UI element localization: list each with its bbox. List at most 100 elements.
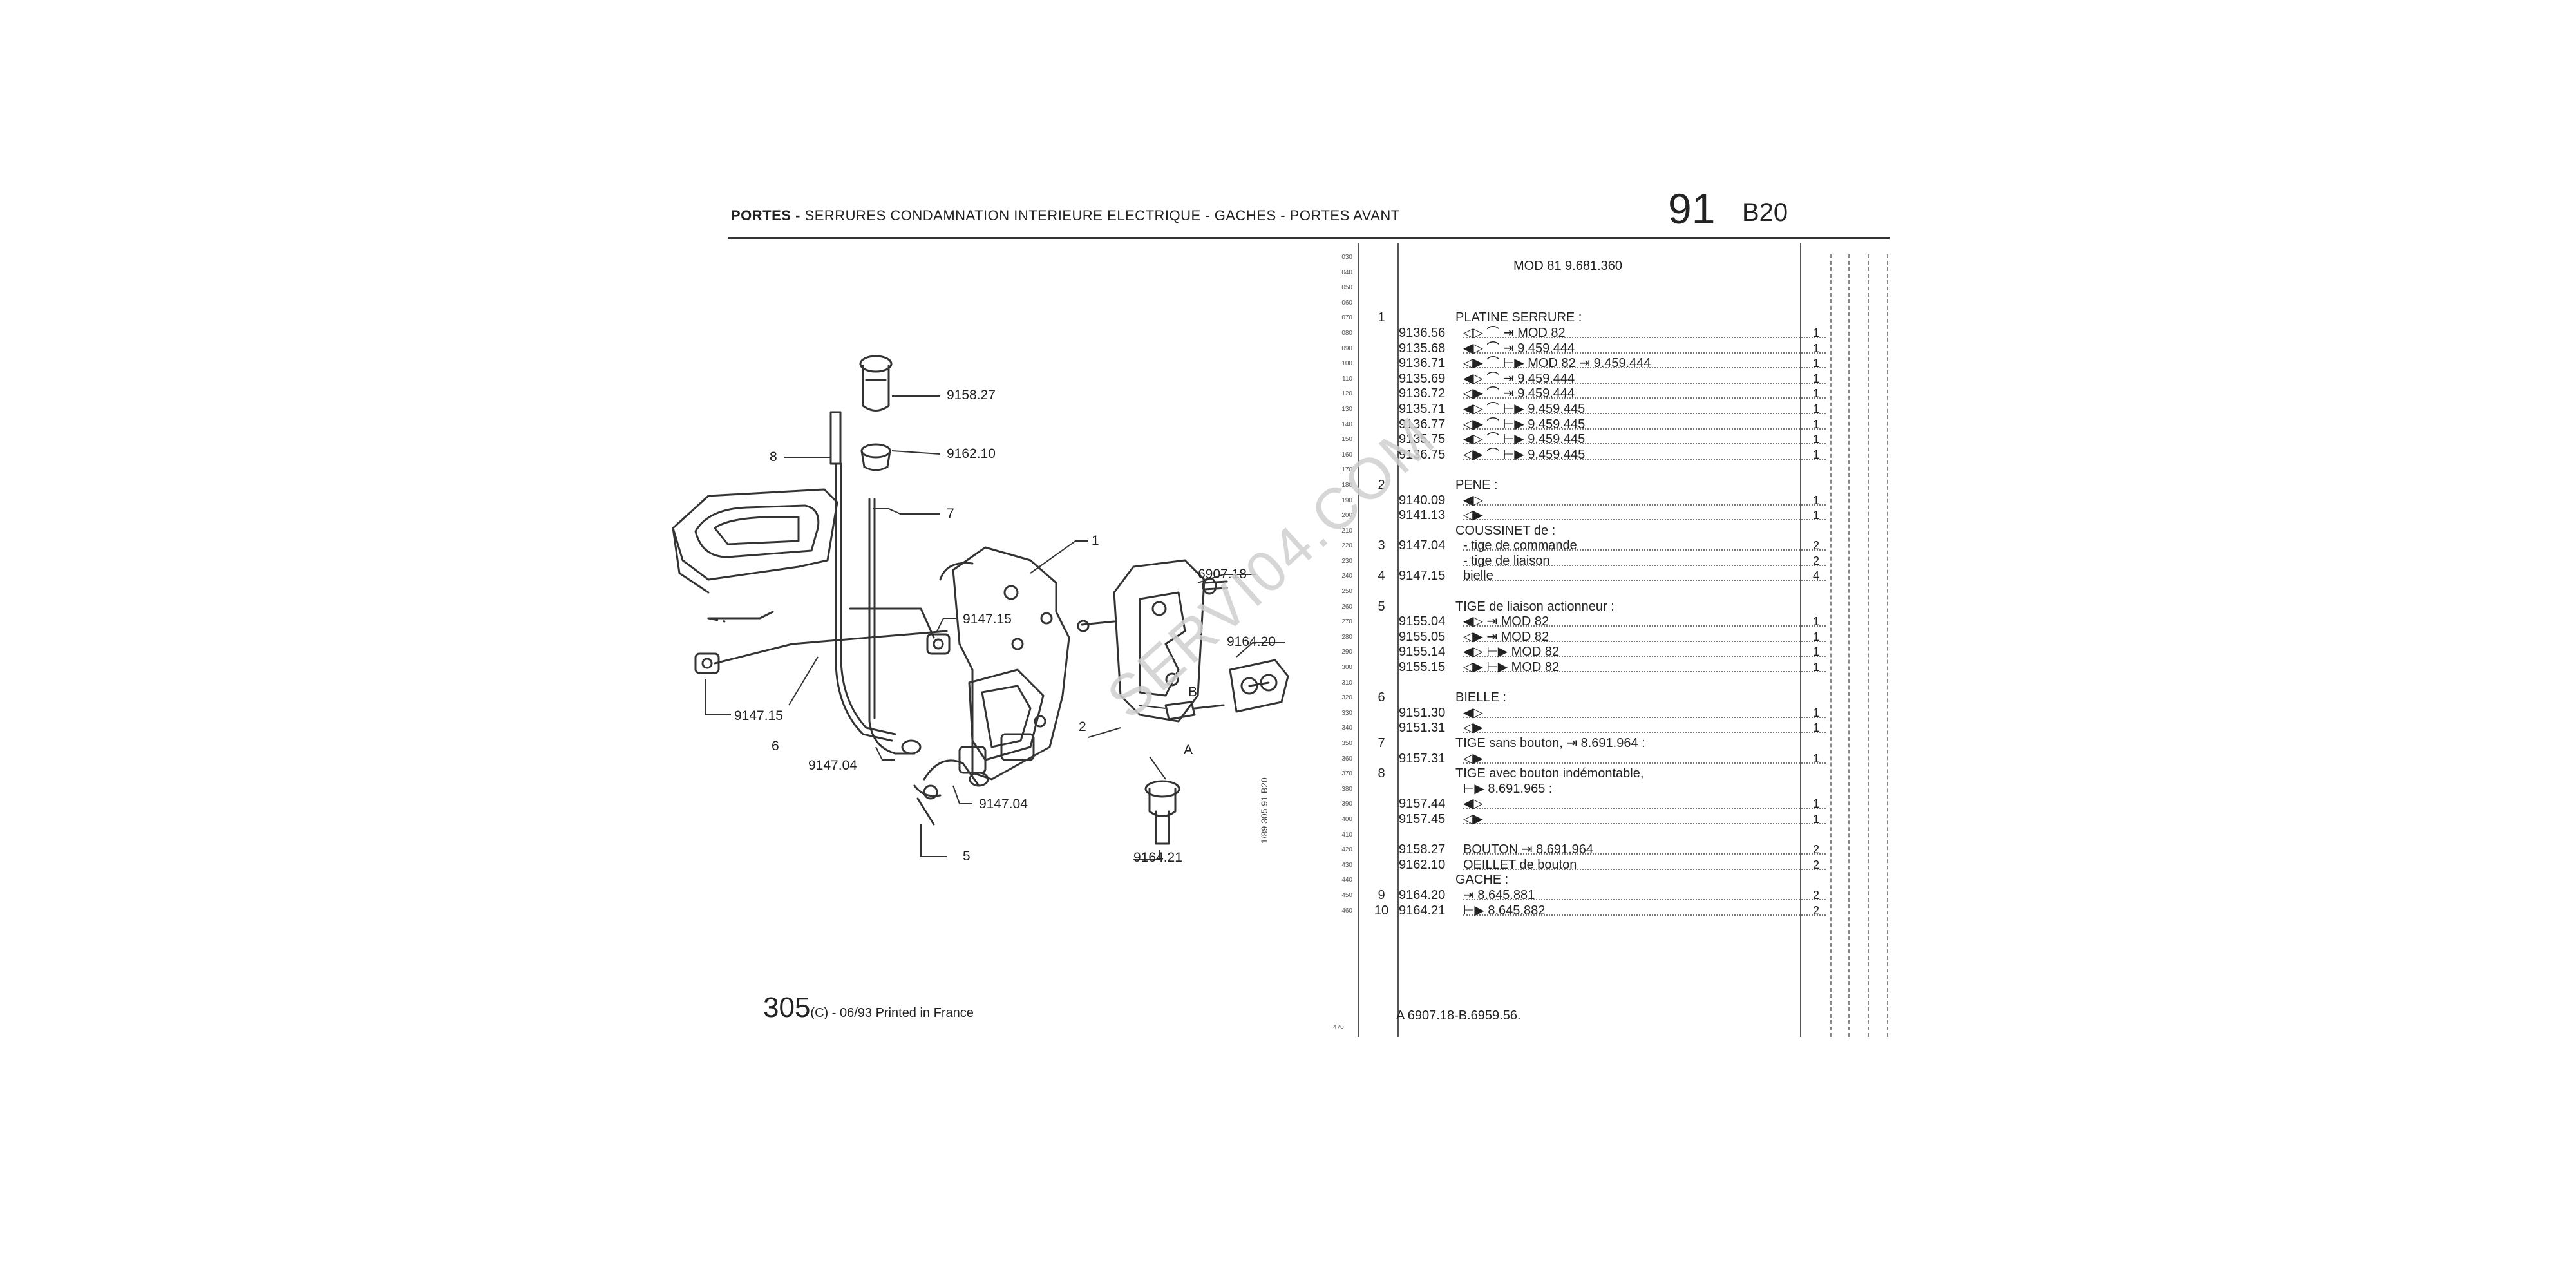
quantity: 1 bbox=[1812, 417, 1819, 431]
label-b: B bbox=[1188, 685, 1198, 699]
list-item bbox=[1372, 296, 1816, 311]
quantity: 1 bbox=[1812, 357, 1819, 370]
part-reference: 9157.31 bbox=[1399, 751, 1446, 766]
footer-reference: A 6907.18-B.6959.56. bbox=[1396, 1009, 1521, 1023]
part-description: OEILLET de bouton bbox=[1463, 857, 1577, 872]
row-code: 420 bbox=[1341, 846, 1352, 854]
interior-handle bbox=[672, 488, 838, 594]
part-description: ⊢▶ 8.691.965 : bbox=[1463, 781, 1553, 796]
list-item: 9155.15◁▶ ⊢▶ MOD 82 bbox=[1372, 660, 1826, 676]
row-code: 050 bbox=[1341, 284, 1352, 292]
list-item bbox=[1372, 462, 1816, 478]
quantity: 1 bbox=[1812, 387, 1819, 401]
quantity: 1 bbox=[1812, 797, 1819, 811]
part-reference: 9147.04 bbox=[1399, 538, 1446, 553]
row-code: 150 bbox=[1341, 436, 1352, 444]
label-9162-10: 9162.10 bbox=[947, 446, 996, 461]
link-rod-6 bbox=[707, 611, 774, 620]
label-6907-18: 6907.18 bbox=[1198, 567, 1247, 582]
quantity bbox=[1806, 310, 1826, 326]
part-description: ◀▷ ⌒ ⊢▶ 9.459.445 bbox=[1463, 432, 1586, 447]
list-item bbox=[1372, 265, 1816, 281]
label-9158-27: 9158.27 bbox=[947, 388, 996, 402]
row-code: 090 bbox=[1341, 345, 1352, 352]
row-code: 070 bbox=[1341, 314, 1352, 322]
quantity: 1 bbox=[1812, 326, 1819, 339]
quantity: 1 bbox=[1812, 372, 1819, 385]
part-description: PENE : bbox=[1455, 477, 1498, 492]
dashed-guide bbox=[707, 617, 726, 623]
part-reference: 9136.56 bbox=[1399, 325, 1446, 340]
part-description: GACHE : bbox=[1455, 873, 1509, 887]
list-item: 9157.44◀▷ bbox=[1372, 797, 1826, 812]
quantity: 1 bbox=[1812, 812, 1819, 826]
list-item: 9157.45◁▶ bbox=[1372, 812, 1826, 828]
part-reference: 9136.72 bbox=[1399, 386, 1446, 401]
row-code: 140 bbox=[1341, 421, 1352, 428]
row-code: 460 bbox=[1341, 907, 1352, 914]
leader-lines bbox=[705, 395, 1285, 860]
row-code: 280 bbox=[1341, 633, 1352, 641]
list-item bbox=[1372, 584, 1816, 600]
quantity bbox=[1806, 766, 1826, 782]
link-rod bbox=[714, 630, 948, 665]
label-1: 1 bbox=[1092, 533, 1099, 548]
part-reference: 9164.20 bbox=[1399, 887, 1446, 902]
label-7: 7 bbox=[947, 506, 954, 521]
list-item: - tige de liaison bbox=[1372, 554, 1826, 569]
table-divider-dashed bbox=[1868, 254, 1869, 1037]
row-code: 330 bbox=[1341, 709, 1352, 717]
quantity bbox=[1806, 265, 1826, 281]
part-description: ◀▷ ⇥ MOD 82 bbox=[1463, 614, 1549, 629]
row-code: 220 bbox=[1341, 542, 1352, 550]
item-number: 3 bbox=[1378, 538, 1385, 553]
bolt-b bbox=[1164, 701, 1225, 721]
row-code: 410 bbox=[1341, 831, 1352, 838]
list-item: 9135.75◀▷ ⌒ ⊢▶ 9.459.445 bbox=[1372, 432, 1826, 448]
list-item: 9135.68◀▷ ⌒ ⇥ 9.459.444 bbox=[1372, 341, 1826, 357]
quantity: 1 bbox=[1812, 706, 1819, 719]
screw-6907-18 bbox=[1202, 577, 1228, 595]
list-item bbox=[1372, 676, 1816, 691]
quantity: 1 bbox=[1812, 448, 1819, 461]
part-description: COUSSINET de : bbox=[1455, 523, 1556, 538]
list-item: 9136.77◁▶ ⌒ ⊢▶ 9.459.445 bbox=[1372, 417, 1826, 433]
quantity: 2 bbox=[1812, 858, 1819, 871]
row-code: 060 bbox=[1341, 299, 1352, 307]
list-item: ⊢▶ 8.691.965 : bbox=[1372, 782, 1816, 797]
part-reference: 9151.30 bbox=[1399, 705, 1446, 720]
label-9164-20: 9164.20 bbox=[1227, 634, 1276, 649]
row-code: 430 bbox=[1341, 861, 1352, 869]
dot-leader bbox=[1463, 519, 1826, 521]
row-code: 390 bbox=[1341, 800, 1352, 808]
dot-leader bbox=[1463, 504, 1826, 506]
quantity bbox=[1806, 250, 1826, 265]
row-code: 370 bbox=[1341, 770, 1352, 778]
list-item: 9136.72◁▶ ⌒ ⇥ 9.459.444 bbox=[1372, 386, 1826, 402]
row-code: 300 bbox=[1341, 664, 1352, 672]
part-description: ◁▶ ⌒ ⊢▶ MOD 82 ⇥ 9.459.444 bbox=[1463, 356, 1651, 371]
part-reference: 9147.15 bbox=[1399, 569, 1446, 583]
list-item: 9136.71◁▶ ⌒ ⊢▶ MOD 82 ⇥ 9.459.444 bbox=[1372, 356, 1826, 372]
rod-8-top bbox=[829, 411, 842, 465]
quantity bbox=[1806, 828, 1826, 843]
row-code: 030 bbox=[1341, 254, 1352, 261]
part-description: ◀▷ bbox=[1463, 493, 1483, 507]
section-subtitle: SERRURES CONDAMNATION INTERIEURE ELECTRI… bbox=[800, 207, 1400, 223]
row-code: 080 bbox=[1341, 329, 1352, 337]
quantity: 4 bbox=[1812, 569, 1819, 583]
label-a: A bbox=[1184, 743, 1193, 757]
row-code: 170 bbox=[1341, 466, 1352, 474]
row-code: 130 bbox=[1341, 405, 1352, 413]
table-divider-dashed bbox=[1830, 254, 1832, 1037]
part-reference: 9164.21 bbox=[1399, 903, 1446, 918]
clip-9147-15-left bbox=[694, 652, 720, 674]
